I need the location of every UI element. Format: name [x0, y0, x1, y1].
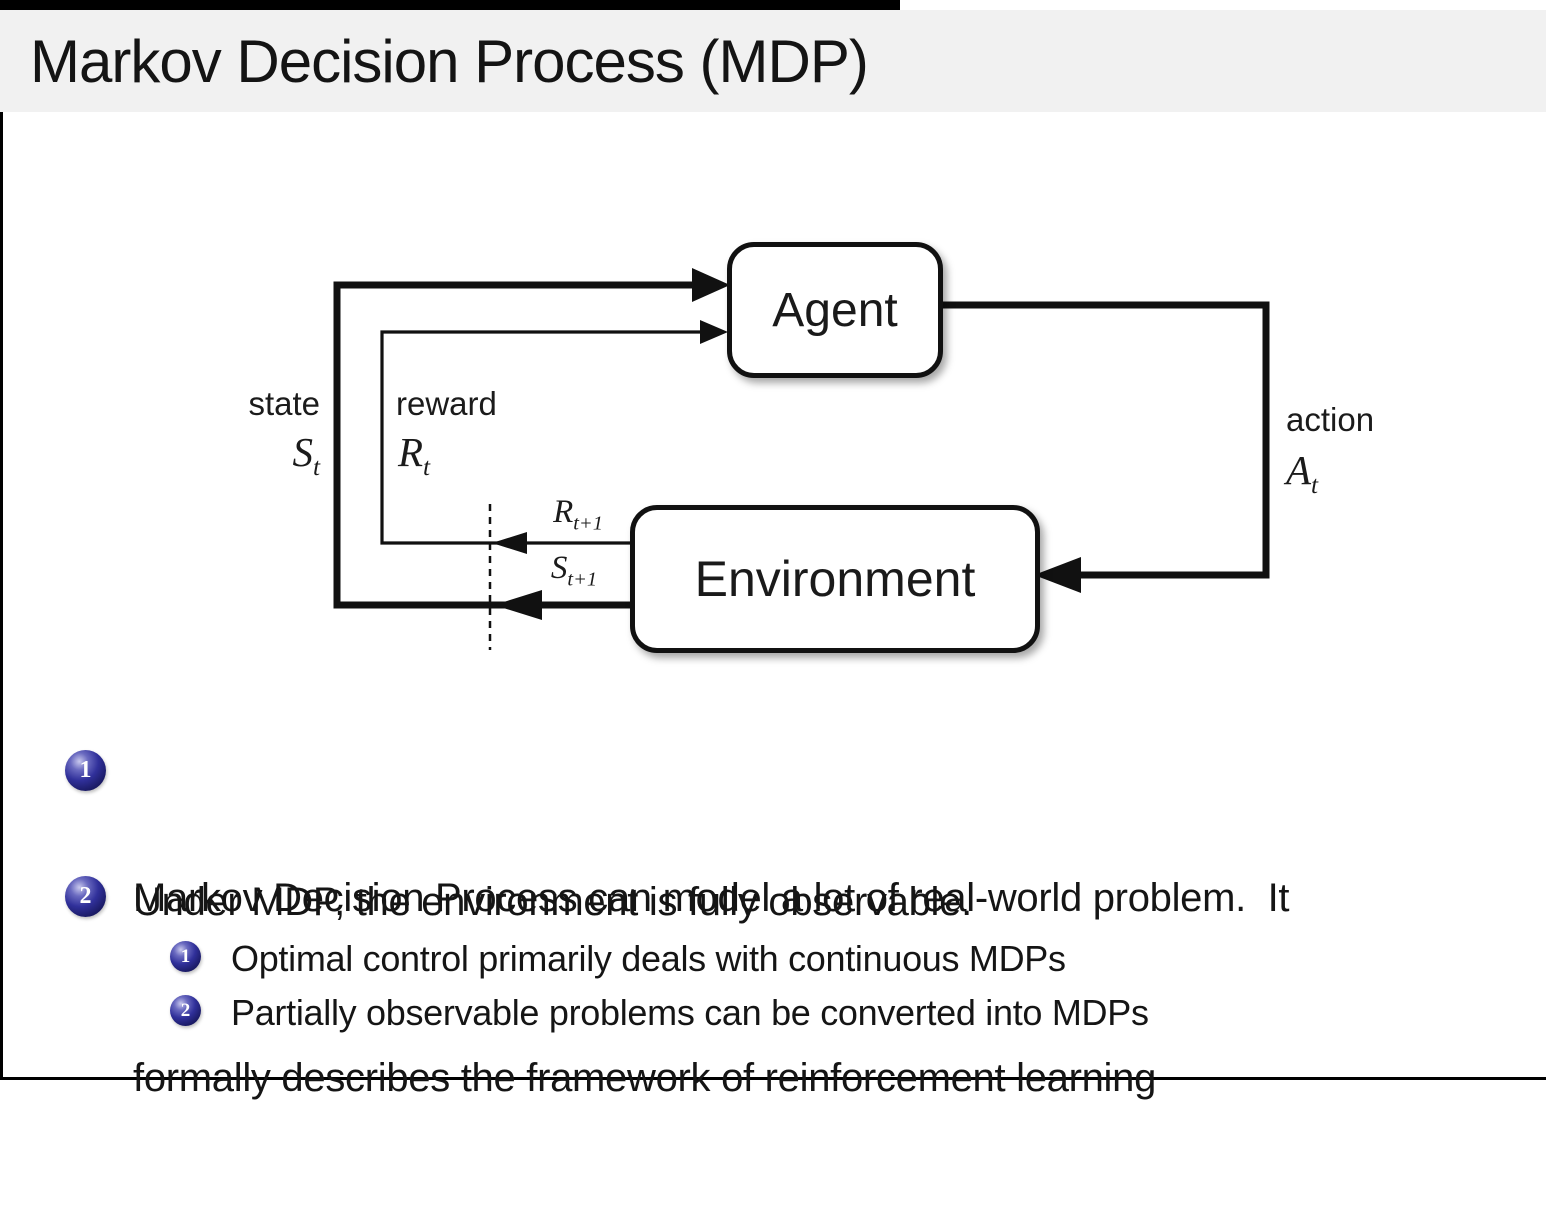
window-left-edge-bar [0, 0, 3, 1080]
mdp-agent-environment-diagram: Agent Environment state St reward Rt act… [0, 120, 1546, 700]
bullet-2-number-badge: 2 [65, 876, 106, 917]
action-symbol: At [1286, 447, 1319, 500]
bullet-1-number-badge: 1 [65, 750, 106, 791]
action-word-label: action [1286, 401, 1375, 438]
window-bottom-edge-bar [0, 1077, 1546, 1080]
action-into-environment-arrowhead [1034, 557, 1081, 593]
reward-into-agent-arrowhead [700, 320, 728, 344]
agent-box: Agent [727, 242, 943, 378]
page-title: Markov Decision Process (MDP) [30, 27, 869, 95]
environment-box: Environment [630, 505, 1040, 653]
sub-bullet-1-text: Optimal control primarily deals with con… [231, 938, 1066, 979]
next-state-symbol: St+1 [550, 550, 598, 591]
next-reward-symbol: Rt+1 [553, 494, 603, 535]
bullet-1-text: Markov Decision Process can model a lot … [133, 748, 1523, 1228]
action-loop-line [933, 301, 1270, 579]
bullet-1-line-2: formally describes the framework of rein… [133, 1056, 1157, 1100]
reward-symbol: Rt [398, 429, 431, 482]
sub-bullet-1-number-badge: 1 [170, 941, 201, 972]
next-reward-arrowhead [492, 532, 527, 554]
slide-header: Markov Decision Process (MDP) [0, 10, 1546, 112]
bullet-2-text: Under MDP, the environment is fully obse… [133, 880, 972, 924]
agent-label: Agent [772, 283, 898, 337]
state-symbol: St [292, 429, 320, 482]
sub-bullet-2-number-badge: 2 [170, 995, 201, 1026]
sub-bullet-2-text: Partially observable problems can be con… [231, 992, 1149, 1033]
environment-label: Environment [694, 551, 976, 607]
state-word-label: state [248, 385, 320, 422]
reward-word-label: reward [396, 385, 497, 422]
bullet-1-line-1: Markov Decision Process can model a lot … [133, 876, 1290, 920]
next-state-arrowhead [494, 590, 542, 620]
state-into-agent-arrowhead [692, 268, 730, 302]
state-loop-line [333, 281, 696, 609]
diagram-arrows-canvas [333, 268, 1270, 650]
window-top-edge-bar [0, 0, 900, 10]
